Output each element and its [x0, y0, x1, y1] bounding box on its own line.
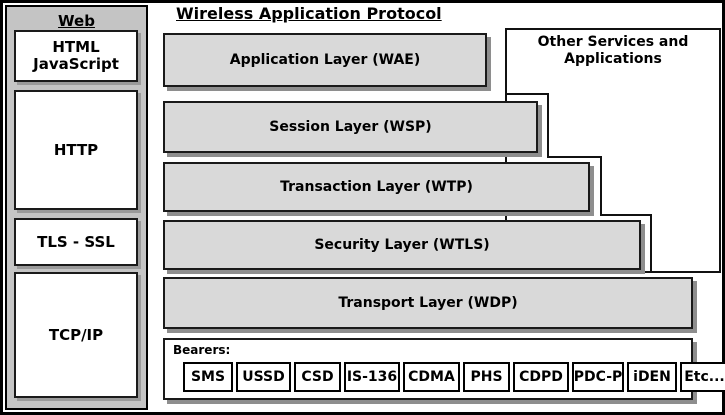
bearer-chip-cdma-label: CDMA — [408, 369, 455, 385]
web-box-tls-ssl-line1: TLS - SSL — [37, 232, 115, 251]
bearer-chip-phs[interactable]: PHS — [463, 362, 510, 392]
wap-layer-wdp-label: Transport Layer (WDP) — [338, 295, 518, 311]
wap-layer-wtls-label: Security Layer (WTLS) — [314, 237, 490, 253]
bearer-chip-cdpd-label: CDPD — [519, 369, 563, 385]
bearers-label: Bearers: — [173, 343, 231, 357]
bearer-chip-sms[interactable]: SMS — [183, 362, 233, 392]
web-box-html-javascript-line1: HTML — [52, 38, 100, 56]
web-box-html-javascript-line2: JavaScript — [33, 55, 119, 73]
other-services-step-edge-v2 — [600, 156, 602, 216]
web-box-tls-ssl[interactable]: TLS - SSL — [14, 218, 138, 266]
web-stack-title: Web — [58, 12, 95, 30]
bearer-chip-iden[interactable]: iDEN — [627, 362, 677, 392]
web-box-tcp-ip-line1: TCP/IP — [48, 325, 104, 344]
bearer-chip-is-136-label: IS-136 — [346, 369, 398, 385]
wap-layer-wtp-label: Transaction Layer (WTP) — [280, 179, 473, 195]
web-box-html-javascript[interactable]: HTML JavaScript — [14, 30, 138, 82]
other-services-step-edge-h4 — [650, 271, 721, 273]
wap-layer-wae[interactable]: Application Layer (WAE) — [163, 33, 487, 87]
bearer-chip-cdma[interactable]: CDMA — [403, 362, 460, 392]
wap-stack-title: Wireless Application Protocol — [176, 4, 442, 23]
other-services-step-edge-v1 — [547, 93, 549, 158]
other-services-label: Other Services and Applications — [537, 34, 689, 67]
wap-layer-wdp[interactable]: Transport Layer (WDP) — [163, 277, 693, 329]
wap-layer-wsp[interactable]: Session Layer (WSP) — [163, 101, 538, 153]
bearer-chip-is-136[interactable]: IS-136 — [344, 362, 400, 392]
bearer-chip-sms-label: SMS — [190, 369, 226, 385]
wap-layer-wtp[interactable]: Transaction Layer (WTP) — [163, 162, 590, 212]
other-services-step-edge-v3 — [650, 214, 652, 273]
other-services-step-edge-h2 — [547, 156, 602, 158]
bearer-chip-phs-label: PHS — [470, 369, 503, 385]
bearer-chip-ussd-label: USSD — [242, 369, 285, 385]
web-box-http-line1: HTTP — [53, 140, 99, 159]
web-box-tcp-ip[interactable]: TCP/IP — [14, 272, 138, 398]
wap-layer-wsp-label: Session Layer (WSP) — [269, 119, 432, 135]
web-box-http[interactable]: HTTP — [14, 90, 138, 210]
bearer-chip-csd[interactable]: CSD — [294, 362, 341, 392]
bearer-chip-cdpd[interactable]: CDPD — [513, 362, 569, 392]
bearers-panel: Bearers: SMS USSD CSD IS-136 CDMA PHS CD… — [163, 338, 725, 400]
wap-layer-wtls[interactable]: Security Layer (WTLS) — [163, 220, 641, 270]
bearer-chip-ussd[interactable]: USSD — [236, 362, 291, 392]
bearer-chip-iden-label: iDEN — [633, 369, 671, 385]
wap-layer-wae-label: Application Layer (WAE) — [229, 52, 421, 68]
bearer-chip-csd-label: CSD — [301, 369, 334, 385]
other-services-step-edge-h1 — [507, 93, 549, 95]
bearer-chip-etc-label: Etc... — [684, 369, 725, 385]
bearer-chip-etc[interactable]: Etc... — [680, 362, 725, 392]
bearer-chip-pdc-p[interactable]: PDC-P — [572, 362, 624, 392]
other-services-step-edge-h3 — [600, 214, 652, 216]
bearer-chip-pdc-p-label: PDC-P — [573, 369, 623, 385]
